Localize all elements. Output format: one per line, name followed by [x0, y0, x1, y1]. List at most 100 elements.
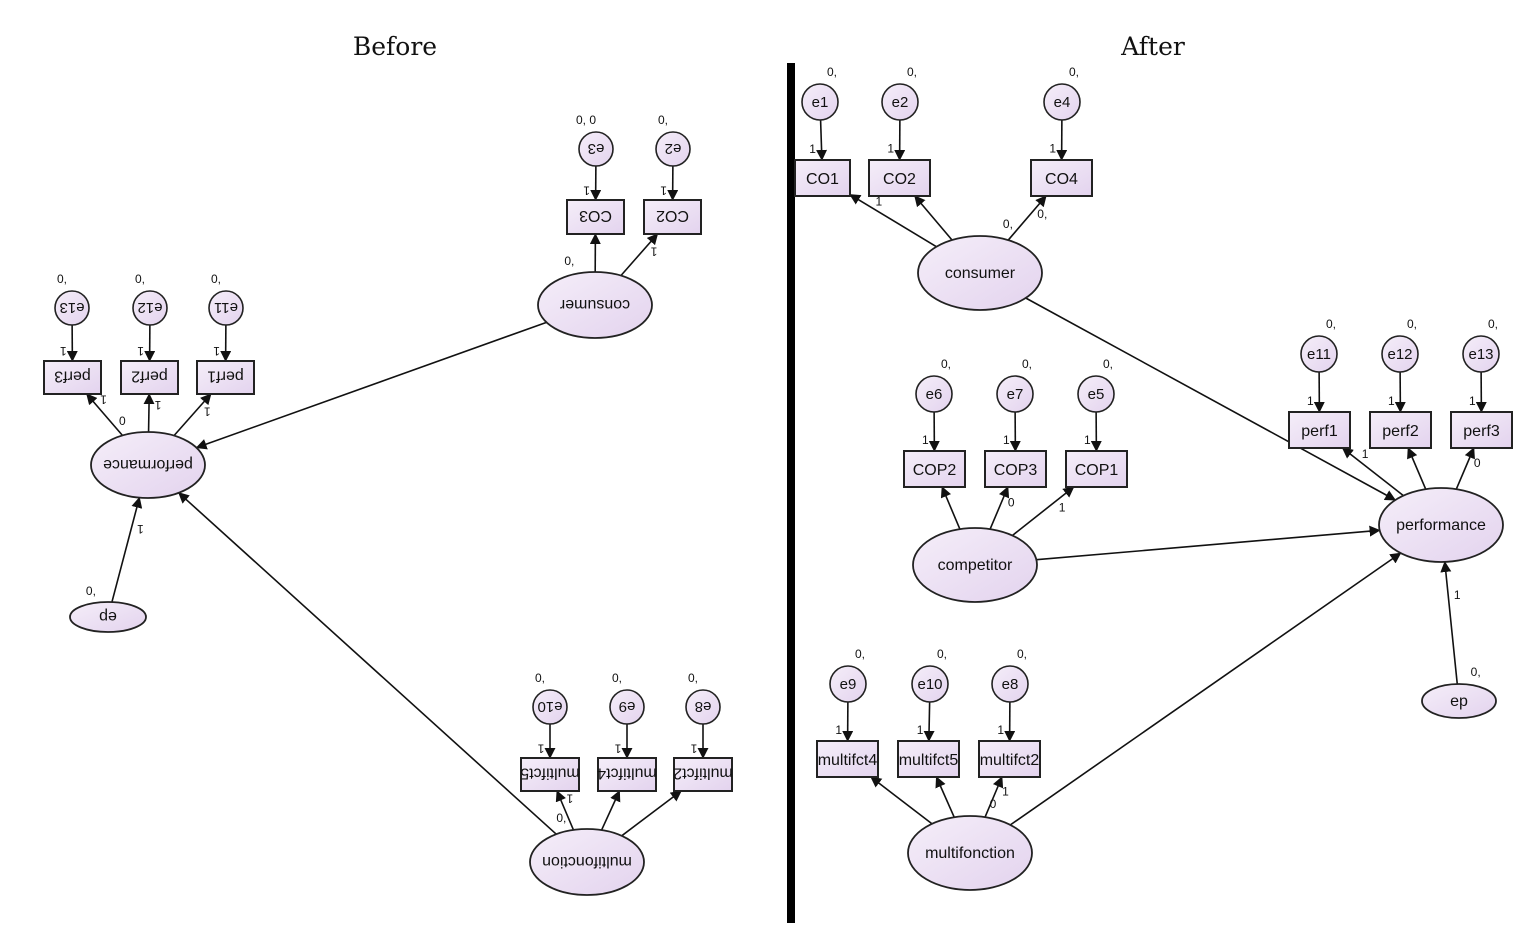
error-label: e10: [537, 698, 562, 715]
indicator-box: [816, 740, 879, 778]
error-e2: e20,: [655, 113, 691, 167]
error-variance: 0,: [1103, 357, 1113, 371]
indicator-box: [120, 360, 179, 395]
error-label: e3: [588, 140, 605, 157]
latent-label: ep: [1450, 693, 1468, 710]
path-arrow: [1007, 195, 1047, 241]
indicator-label: COP1: [1075, 462, 1119, 479]
path-coefficient: 1: [100, 393, 107, 407]
error-label: e11: [1307, 346, 1331, 363]
path-coefficient: 1: [1469, 394, 1476, 408]
path-arrow: [1341, 447, 1404, 497]
path-arrow: [1011, 486, 1075, 537]
latent-label: competitor: [938, 557, 1013, 574]
indicator-CO2: CO2: [643, 199, 702, 235]
latent-shape: [529, 828, 645, 896]
indicator-label: perf1: [1301, 423, 1338, 440]
error-label: e13: [1468, 346, 1493, 363]
latent-shape: [1378, 487, 1504, 563]
error-e10: e10 0,: [532, 671, 568, 725]
error-circle: [915, 375, 953, 413]
indicator-CO2: CO2: [868, 159, 931, 197]
error-label: e9: [619, 698, 636, 715]
indicator-perf2: perf2: [120, 360, 179, 395]
path-coefficient: 1: [1059, 501, 1066, 515]
path-arrow: [923, 701, 935, 742]
latent-shape: [1421, 683, 1497, 719]
error-e3: e30, 0: [576, 113, 614, 167]
path-coefficient: 1: [614, 741, 621, 755]
error-circle: [996, 375, 1034, 413]
error-circle: [991, 665, 1029, 703]
error-label: e5: [1088, 386, 1105, 403]
error-e8: e80,: [685, 671, 721, 725]
path-coefficient: 1: [137, 522, 144, 536]
path-coefficient: 1: [1002, 785, 1009, 799]
path-arrow: [870, 776, 933, 825]
error-variance: 0,: [211, 272, 221, 286]
indicator-perf1: perf1: [196, 360, 255, 395]
latent-variance: 0,: [1471, 665, 1481, 679]
panel-divider: [787, 63, 795, 923]
error-e11: e11 0,: [208, 272, 244, 326]
indicator-multifct2: multifct2: [978, 740, 1041, 778]
latent-shape: [537, 271, 653, 339]
path-coefficient: 1: [809, 142, 816, 156]
error-e2: e20,: [881, 65, 919, 121]
error-circle: [1077, 375, 1115, 413]
before-title: Before: [353, 32, 437, 61]
error-label: e12: [137, 299, 162, 316]
indicator-box: [520, 757, 580, 792]
indicator-box: [984, 450, 1047, 488]
error-variance: 0,: [535, 671, 545, 685]
error-label: e4: [1054, 94, 1071, 111]
latent-label: performance: [1396, 517, 1486, 534]
indicator-label: multifct4: [597, 765, 657, 782]
path-coefficient: 1: [1003, 433, 1010, 447]
indicator-multifct2: multifct2: [673, 757, 733, 792]
indicator-COP3: COP3: [984, 450, 1047, 488]
error-circle: [1300, 335, 1338, 373]
error-circle: [609, 689, 645, 725]
error-label: e8: [1002, 676, 1019, 693]
latent-variance: 0: [119, 414, 126, 428]
indicator-box: [903, 450, 966, 488]
indicator-multifct5: multifct5: [520, 757, 580, 792]
indicator-label: COP3: [994, 462, 1038, 479]
latent-label: performance: [103, 456, 193, 473]
error-label: e7: [1007, 386, 1024, 403]
error-label: e11: [214, 299, 238, 316]
path-coefficient: 1: [690, 741, 697, 755]
indicator-label: CO4: [1045, 171, 1078, 188]
path-arrow: [195, 321, 547, 450]
path-arrow: [984, 776, 1004, 818]
path-arrow: [1440, 561, 1459, 685]
path-coefficient: 0: [990, 797, 997, 811]
indicator-CO1: CO1: [794, 159, 851, 197]
error-circle: [1043, 83, 1081, 121]
path-arrow: [1407, 447, 1427, 490]
indicator-box: [868, 159, 931, 197]
latent-label: consumer: [559, 296, 630, 313]
error-variance: 0,: [1069, 65, 1079, 79]
path-coefficient: 1: [60, 344, 67, 358]
indicator-box: [1288, 411, 1351, 449]
path-arrow: [1036, 525, 1381, 561]
indicator-box: [643, 199, 702, 235]
indicator-box: [673, 757, 733, 792]
error-variance: 0,: [1407, 317, 1417, 331]
indicator-label: perf1: [207, 368, 244, 385]
path-coefficient: 1: [875, 194, 882, 208]
path-coefficient: 1: [154, 398, 161, 412]
path-arrow: [600, 790, 621, 831]
latent-variance: 0,: [564, 254, 574, 268]
nodes: consumer0,competitorperformancemultifonc…: [794, 65, 1513, 891]
error-variance: 0,: [57, 272, 67, 286]
error-circle: [801, 83, 839, 121]
